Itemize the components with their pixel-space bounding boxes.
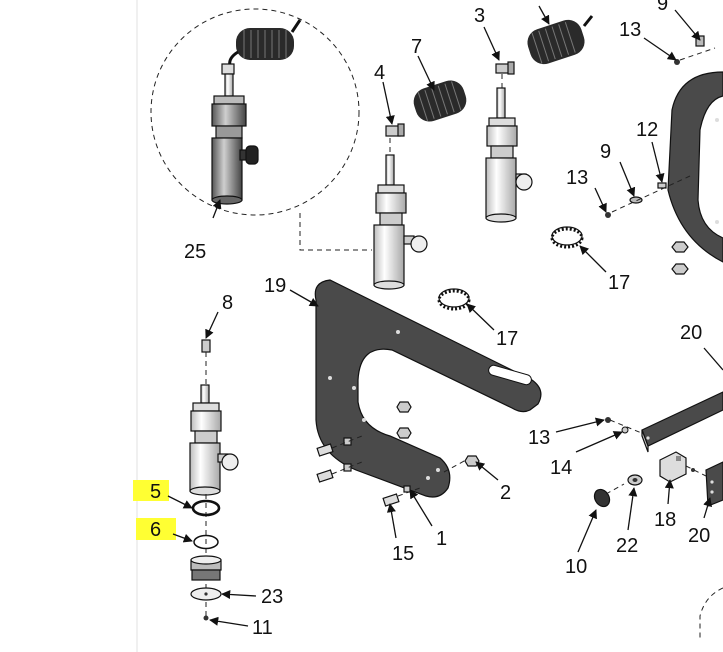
cylinder-assembly-left [189,384,239,496]
washer-22 [627,474,643,486]
callout-17-center: 17 [496,328,518,350]
callout-2: 2 [500,482,511,504]
cylinder-assembly-center [373,154,428,290]
fitting-8 [201,339,211,353]
ring-6 [193,534,219,550]
callout-12: 12 [636,119,658,141]
spring-top-right [527,15,594,65]
callout-4: 4 [374,62,385,84]
plate-top-right [667,71,723,263]
callout-18: 18 [654,509,676,531]
callout-13-mid: 13 [566,167,588,189]
callout-5: 5 [150,481,161,503]
callout-25: 25 [184,241,206,263]
fitting-3 [495,61,515,75]
callout-10: 10 [565,556,587,578]
callout-23: 23 [261,586,283,608]
cylinder-assembly-right [485,87,533,223]
callout-19: 19 [264,275,286,297]
detail-view-25 [150,8,372,251]
callout-1: 1 [436,528,447,550]
spring-detail [228,19,302,67]
fitting-4 [385,123,405,137]
c-plate-19 [314,279,542,498]
callout-11: 11 [252,617,273,639]
highlight-callout-5 [133,480,169,501]
handle-10 [593,483,625,508]
small-bolt-9-mid [629,196,643,204]
screw-11 [203,615,209,621]
block-18 [659,451,687,483]
collar-17-lower [437,288,471,311]
oring-5 [191,499,221,517]
callout-22: 22 [616,535,638,557]
callout-14: 14 [550,457,572,479]
callout-15: 15 [392,543,414,565]
callout-13-top: 13 [619,19,641,41]
callout-9-top: 9 [657,0,668,15]
callout-20-lower: 20 [688,525,710,547]
bar-20 [641,391,723,507]
collar-17-upper [550,226,584,249]
leader-lines [167,5,723,627]
callout-20-upper: 20 [680,322,702,344]
callout-3: 3 [474,5,485,27]
spring-7 [413,80,467,122]
callout-13-low: 13 [528,427,550,449]
callout-labels: 1 2 3 4 5 6 7 8 9 9 10 11 12 13 13 13 14… [150,0,710,639]
callout-6: 6 [150,519,161,541]
highlight-callout-6 [136,518,176,540]
callout-17-right: 17 [608,272,630,294]
callout-9-mid: 9 [600,141,611,163]
callout-8: 8 [222,292,233,314]
disc-23 [190,587,222,601]
callout-7: 7 [411,36,422,58]
bearing-assembly [190,555,222,581]
